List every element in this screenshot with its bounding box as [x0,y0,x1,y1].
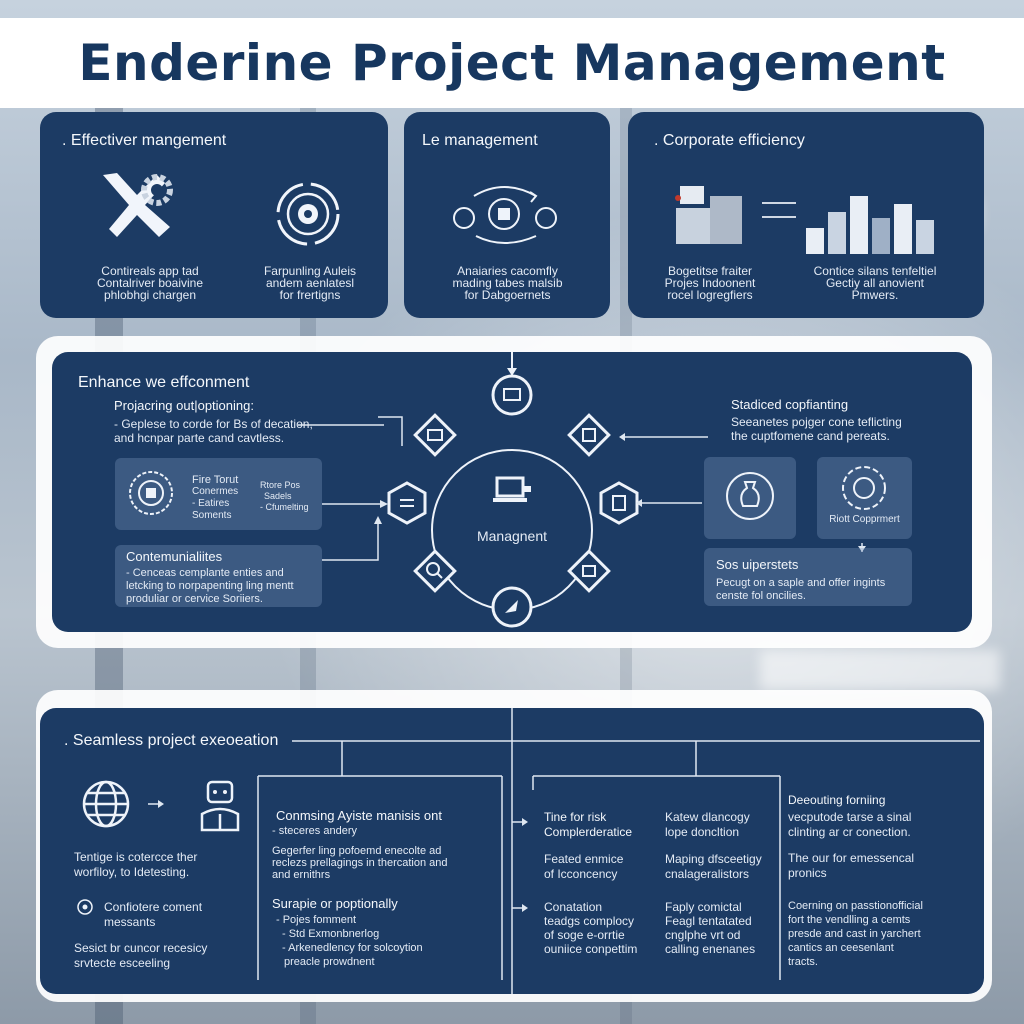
arrows-icon [762,202,796,218]
laptop-icon [493,476,531,502]
target-circle-icon [276,182,340,246]
col2-title: Conmsing Ayiste manisis ont [276,808,442,823]
left-top-title: Projacring out|optioning: [114,398,254,413]
col2-line: - steceres andery [272,825,357,837]
right-bottom-title: Sos uiperstets [716,557,799,572]
right-top-title: Stadiced copfianting [731,397,849,412]
process-cycle-icon [453,186,557,244]
col3b-paragraph: Maping dfsceetigy cnalageralistors [665,852,762,881]
left-top-body: - Geplese to corde for Bs of decation, a… [114,417,313,445]
col4-title: Deeouting forniing [788,793,886,807]
right-top-body: Seeanetes pojger cone teflicting the cup… [731,415,902,443]
col3b-paragraph: Faply comictal Feagl tentatated cnglphe … [665,900,756,956]
left-bottom-title: Contemunialiites [126,549,223,564]
card-caption: Bogetitse fraiter Projes Indoonent rocel… [664,264,756,302]
right-bottom-box [704,548,912,606]
card-caption: Contireals app tad Contalriver boaivine … [96,264,204,302]
worker-icon [200,780,240,832]
tools-gear-icon [103,173,173,237]
orbit-node-top [491,374,533,416]
gear-ring-icon [842,466,886,510]
card-caption: Farpunling Auleis andem aenlatesl for fr… [263,264,357,302]
background-light [760,650,1000,690]
globe-icon [82,780,130,828]
orbit-node-left [387,481,427,525]
left-bottom-body: - Cenceas cemplante enties and letcking … [126,567,294,605]
right-bottom-body: Pecugt on a saple and offer ingints cens… [716,577,886,602]
left-box-line: Conermes [192,486,239,497]
bottom-left-item: Confiotere coment messants [104,900,203,929]
col4-paragraph: Coerning on passtionofficial fort the ve… [788,900,923,968]
left-box-side: Sadels [264,491,292,501]
orbit-node-bottom [491,586,533,628]
col2-list-item: - Arkenedlency for solcoytion [282,942,423,954]
col3a-title: Tine for risk Complerderatice [544,810,633,839]
flask-icon [726,472,774,520]
left-box-line: - Eatires [192,498,230,509]
left-box-line: Soments [192,510,232,521]
orbit-node-upper-right [567,413,611,457]
col4-paragraph: vecputode tarse a sinal clinting ar cr c… [788,810,912,839]
left-box-title: Fire Torut [192,474,239,486]
left-bottom-box [115,545,322,607]
middle-heading: Enhance we effconment [78,374,250,391]
col2-list-item: - Pojes fomment [276,914,357,926]
orbit-node-lower-left [413,549,457,593]
col2-list-item: preacle prowdnent [284,956,375,968]
bottom-left-item: Tentige is cotercce ther worfiloy, to Id… [74,850,198,879]
card-caption: Anaiaries cacomfly mading tabes malsib f… [452,264,563,302]
bottom-left-item: Sesict br cuncor recesicy srvtecte escee… [74,941,208,970]
col2-list-item: - Std Exmonbnerlog [282,928,380,940]
page-title: Enderine Project Management [78,34,946,92]
col3b-paragraph: Katew dlancogy lope doncltion [665,810,750,839]
card-heading: . Effectiver mangement [62,132,227,149]
right-icon-box [704,457,796,539]
col3a-paragraph: Feated enmice of Icconcency [544,852,624,881]
hub-label: Managnent [476,528,548,544]
robot-machine-icon [675,186,742,244]
orbit-node-lower-right [567,549,611,593]
bar-chart-icon [806,196,934,254]
col2-paragraph: Gegerfer ling pofoemd enecolte ad reclez… [272,845,448,881]
orbit-node-right [599,481,639,525]
left-box-side: - Cfumelting [260,502,309,512]
right-box-label: Riott Copprmert [829,514,900,525]
card-heading: . Corporate efficiency [654,132,805,149]
title-band: Enderine Project Management [0,18,1024,108]
col4-paragraph: The our for emessencal pronics [788,851,915,880]
left-box-side: Rtore Pos [260,480,301,490]
target-icon [77,899,93,915]
card-effective-management [40,112,388,318]
orbit-node-upper-left [413,413,457,457]
bottom-heading: . Seamless project exeoeation [64,732,279,749]
col3a-paragraph: Conatation teadgs complocy of soge e-orr… [544,900,638,956]
card-caption: Contice silans tenfeltiel Gectiy all ano… [813,264,937,302]
card-heading: Le management [422,132,538,149]
col2-title2: Surapie or poptionally [272,896,398,911]
badge-icon [129,471,173,515]
